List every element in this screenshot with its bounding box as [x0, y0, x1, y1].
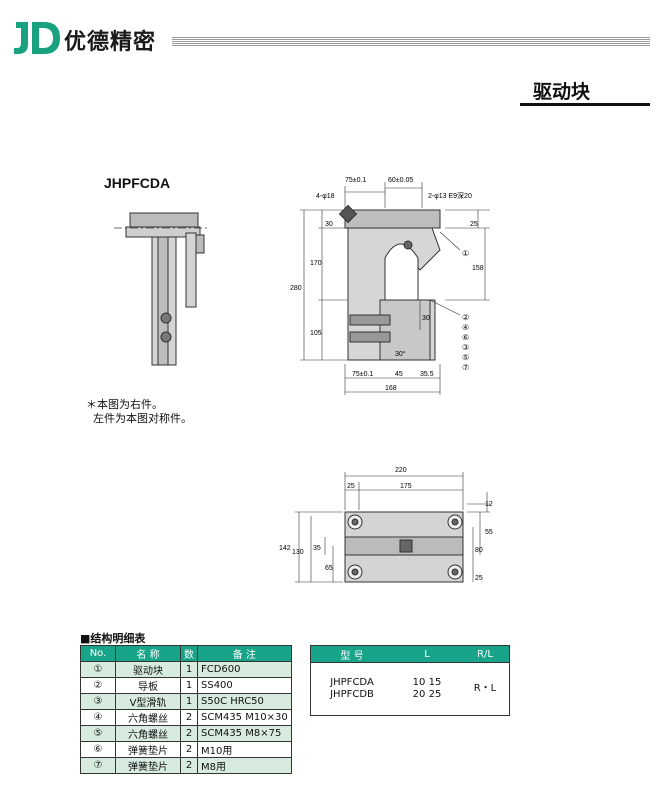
svg-text:⑥: ⑥ [462, 333, 469, 342]
jd-logo [14, 22, 60, 54]
svg-text:170: 170 [310, 260, 322, 267]
col-no: No. [80, 645, 116, 662]
section-title: 驱动块 [533, 81, 591, 103]
section-title-underline [520, 103, 650, 106]
svg-text:280: 280 [290, 285, 302, 292]
svg-text:30: 30 [325, 221, 333, 228]
model-label: JHPFCDA [104, 175, 171, 191]
spec-table-header: 型 号 L R/L [310, 645, 510, 663]
svg-text:⑦: ⑦ [462, 363, 469, 372]
svg-text:142: 142 [279, 545, 291, 552]
svg-text:158: 158 [472, 265, 484, 272]
svg-text:35: 35 [313, 545, 321, 552]
svg-text:30: 30 [422, 315, 430, 322]
svg-text:30°: 30° [395, 350, 406, 358]
side-view-drawing: 75±0.1 60±0.05 4-φ18 2-φ13 E9深20 25 30 1… [290, 177, 490, 395]
svg-text:168: 168 [385, 385, 397, 392]
parts-table-header: No. 名 称 数 备 注 [80, 645, 292, 662]
note-line-1: ＊本图为右件。 [86, 398, 163, 411]
drawing-notes: ＊本图为右件。 左件为本图对称件。 [86, 398, 192, 426]
svg-text:75±0.1: 75±0.1 [352, 371, 373, 378]
svg-text:105: 105 [310, 330, 322, 337]
col-qty: 数 [180, 645, 198, 662]
col-remark: 备 注 [197, 645, 292, 662]
svg-text:25: 25 [470, 221, 478, 228]
top-view-drawing: 220 25 175 12 55 142 130 35 65 80 25 [279, 467, 493, 583]
table-row: JHPFCDA JHPFCDB 10 15 20 25 R・L [311, 663, 510, 716]
header-rule [172, 37, 650, 46]
svg-text:175: 175 [400, 483, 412, 490]
svg-text:75±0.1: 75±0.1 [345, 177, 366, 184]
parts-table-caption: ■结构明细表 [80, 632, 146, 645]
svg-text:2-φ13 E9深20: 2-φ13 E9深20 [428, 191, 472, 200]
l-values: 10 15 20 25 [412, 677, 442, 700]
rl-value: R・L [473, 683, 497, 694]
svg-text:55: 55 [485, 529, 493, 536]
svg-text:80: 80 [475, 547, 483, 554]
svg-text:12: 12 [485, 501, 493, 508]
note-line-2: 左件为本图对称件。 [86, 412, 192, 425]
model-spec-table: 型 号 L R/L JHPFCDA JHPFCDB 10 15 20 25 R・… [310, 645, 510, 716]
svg-text:65: 65 [325, 565, 333, 572]
svg-text:130: 130 [292, 549, 304, 556]
col-rl: R/L [461, 645, 510, 663]
svg-text:⑤: ⑤ [462, 353, 469, 362]
col-name: 名 称 [115, 645, 181, 662]
col-model: 型 号 [310, 645, 393, 663]
svg-text:③: ③ [462, 343, 469, 352]
svg-text:35.5: 35.5 [420, 371, 434, 378]
svg-text:25: 25 [475, 575, 483, 582]
svg-text:②: ② [462, 313, 469, 322]
svg-text:45: 45 [395, 371, 403, 378]
svg-text:25: 25 [347, 483, 355, 490]
col-l: L [393, 645, 461, 663]
front-view-drawing [114, 212, 210, 366]
svg-text:④: ④ [462, 323, 469, 332]
model-list: JHPFCDA JHPFCDB [330, 677, 374, 700]
svg-text:220: 220 [395, 467, 407, 474]
brand-name: 优德精密 [64, 30, 157, 55]
svg-text:60±0.05: 60±0.05 [388, 177, 413, 184]
svg-text:4-φ18: 4-φ18 [316, 193, 335, 200]
svg-text:①: ① [462, 249, 469, 258]
